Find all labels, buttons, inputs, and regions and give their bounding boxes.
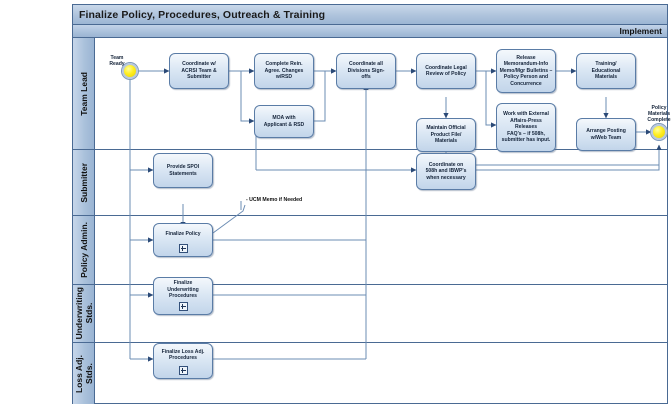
- subprocess-expand-icon[interactable]: [178, 302, 188, 311]
- lane-label: Submitter: [78, 162, 89, 203]
- task-complete-rein-agree[interactable]: Complete Rein. Agree. Changes w/RSD: [254, 53, 314, 89]
- lane-header-loss-adj-stds: Loss Adj. Stds.: [73, 343, 95, 404]
- task-coordinate-signoffs[interactable]: Coordinate all Divisions Sign- offs: [336, 53, 396, 89]
- task-arrange-posting[interactable]: Arrange Posting w/Web Team: [576, 118, 636, 151]
- task-label: Finalize Loss Adj. Procedures: [161, 348, 205, 361]
- start-event[interactable]: [122, 63, 138, 79]
- task-label: Arrange Posting w/Web Team: [586, 128, 626, 141]
- task-label: Finalize Policy: [165, 230, 201, 237]
- lane-label: Underwriting Stds.: [73, 287, 94, 340]
- task-label: Coordinate w/ ACRSI Team & Submitter: [181, 61, 217, 81]
- page-title: Finalize Policy, Procedures, Outreach & …: [73, 5, 667, 25]
- subprocess-expand-icon[interactable]: [178, 366, 188, 375]
- task-external-affairs[interactable]: Work with External Affairs-Press Release…: [496, 103, 556, 152]
- annotation-ucm-memo: - UCM Memo if Needed: [246, 197, 303, 203]
- task-label: MOA with Applicant & RSD: [263, 115, 305, 128]
- lane-loss-adj-stds: Loss Adj. Stds.: [73, 343, 667, 404]
- end-event-label: Policy Materials Complete: [647, 105, 671, 123]
- task-label: Maintain Official Product File/ Material…: [426, 125, 466, 145]
- lane-header-underwriting-stds: Underwriting Stds.: [73, 285, 95, 342]
- lane-label: Team Lead: [78, 71, 89, 116]
- task-provide-spoi[interactable]: Provide SPOI Statements: [153, 153, 213, 188]
- start-event-label: Team Ready: [109, 55, 125, 67]
- phase-label: Implement: [619, 26, 662, 36]
- process-pool: Finalize Policy, Procedures, Outreach & …: [72, 4, 671, 404]
- task-label: Provide SPOI Statements: [166, 164, 200, 177]
- lane-policy-admin: Policy Admin.: [73, 216, 667, 285]
- lane-header-submitter: Submitter: [73, 150, 95, 215]
- task-label: Training/ Educational Materials: [591, 61, 621, 81]
- task-coordinate-acrsi[interactable]: Coordinate w/ ACRSI Team & Submitter: [169, 53, 229, 89]
- lane-label: Policy Admin.: [78, 222, 89, 278]
- task-label: Complete Rein. Agree. Changes w/RSD: [264, 61, 304, 81]
- task-label: Release Memorandum-Info Memo/Mgr Bulleti…: [499, 54, 553, 87]
- lane-header-policy-admin: Policy Admin.: [73, 216, 95, 284]
- lane-submitter: Submitter: [73, 150, 667, 216]
- task-coordinate-508h[interactable]: Coordinate on 508h and IBWP's when neces…: [416, 153, 476, 190]
- task-finalize-policy[interactable]: Finalize Policy: [153, 223, 213, 257]
- task-label: Coordinate on 508h and IBWP's when neces…: [425, 161, 467, 181]
- task-release-memorandum[interactable]: Release Memorandum-Info Memo/Mgr Bulleti…: [496, 49, 556, 93]
- lane-container: Team Lead Submitter Policy Admin.: [73, 38, 667, 404]
- lane-underwriting-stds: Underwriting Stds.: [73, 285, 667, 343]
- task-moa-applicant-rsd[interactable]: MOA with Applicant & RSD: [254, 105, 314, 138]
- end-event[interactable]: [651, 124, 667, 140]
- task-label: Coordinate Legal Review of Policy: [425, 64, 467, 77]
- lane-label: Loss Adj. Stds.: [73, 354, 94, 393]
- task-finalize-loss-adj[interactable]: Finalize Loss Adj. Procedures: [153, 343, 213, 379]
- task-finalize-underwriting[interactable]: Finalize Underwriting Procedures: [153, 277, 213, 315]
- task-label: Coordinate all Divisions Sign- offs: [347, 61, 385, 81]
- task-label: Finalize Underwriting Procedures: [167, 280, 199, 300]
- task-training-materials[interactable]: Training/ Educational Materials: [576, 53, 636, 89]
- phase-band: Implement: [73, 25, 667, 38]
- lane-team-lead: Team Lead: [73, 38, 667, 150]
- task-label: Work with External Affairs-Press Release…: [501, 111, 551, 144]
- lane-header-team-lead: Team Lead: [73, 38, 95, 149]
- subprocess-expand-icon[interactable]: [178, 244, 188, 253]
- task-maintain-product-file[interactable]: Maintain Official Product File/ Material…: [416, 118, 476, 152]
- task-coordinate-legal[interactable]: Coordinate Legal Review of Policy: [416, 53, 476, 89]
